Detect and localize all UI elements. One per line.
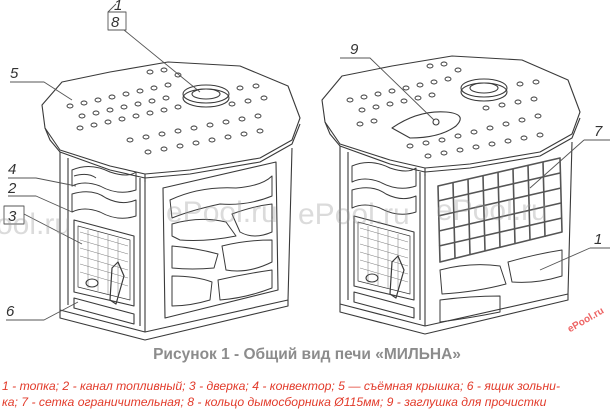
watermark-1: ool.ru [0, 208, 71, 241]
callout-label-8: 8 [111, 14, 120, 31]
callout-label-4: 4 [8, 161, 16, 178]
lid-holes-right [346, 61, 544, 159]
callout-label-5: 5 [10, 65, 19, 82]
watermarks: ool.ru ePool.ru ePool.ru ePool.ru ePool.… [0, 194, 606, 335]
callout-label-1-right: 1 [594, 231, 602, 248]
cleaning-plug [391, 111, 461, 139]
figure-legend: 1 - топка; 2 - канал топливный; 3 - двер… [0, 378, 614, 410]
legend-line-1: 1 - топка; 2 - канал топливный; 3 - двер… [2, 379, 560, 393]
firebox-door-right [353, 215, 415, 301]
restraining-grid [437, 157, 563, 263]
watermark-5: ePool.ru [566, 306, 606, 336]
watermark-4: ePool.ru [436, 194, 548, 227]
side-stones-left [169, 175, 273, 307]
callout-label-1-top: 1 [114, 0, 122, 14]
callout-label-2: 2 [7, 180, 17, 197]
watermark-3: ePool.ru [298, 198, 410, 231]
callout-label-3: 3 [8, 208, 17, 225]
figure-caption: Рисунок 1 - Общий вид печи «МИЛЬНА» [153, 346, 461, 363]
callout-label-6: 6 [6, 303, 15, 320]
stove-right [321, 55, 581, 335]
callout-label-9: 9 [350, 41, 359, 58]
callout-label-7: 7 [594, 123, 603, 140]
smoke-ring-right [460, 78, 508, 102]
stove-left [41, 61, 301, 341]
lid-holes-left [66, 67, 268, 155]
legend-line-2: ка; 7 - сетка ограничительная; 8 - кольц… [2, 395, 547, 409]
convector-front-left [71, 166, 137, 219]
ash-box-left [73, 297, 135, 325]
stove-illustration: 8 1 5 4 2 3 6 9 7 1 ool.ru ePool.ru ePoo… [0, 0, 610, 341]
smoke-ring-left [182, 84, 230, 108]
callout-labels: 8 1 5 4 2 3 6 9 7 1 [6, 0, 603, 320]
convector-front-right [351, 162, 417, 215]
callout-leaders [3, 3, 610, 321]
side-stones-right [439, 249, 563, 323]
firebox-door-left [73, 219, 135, 307]
watermark-2: ePool.ru [166, 196, 278, 229]
ash-box-right [353, 291, 415, 319]
